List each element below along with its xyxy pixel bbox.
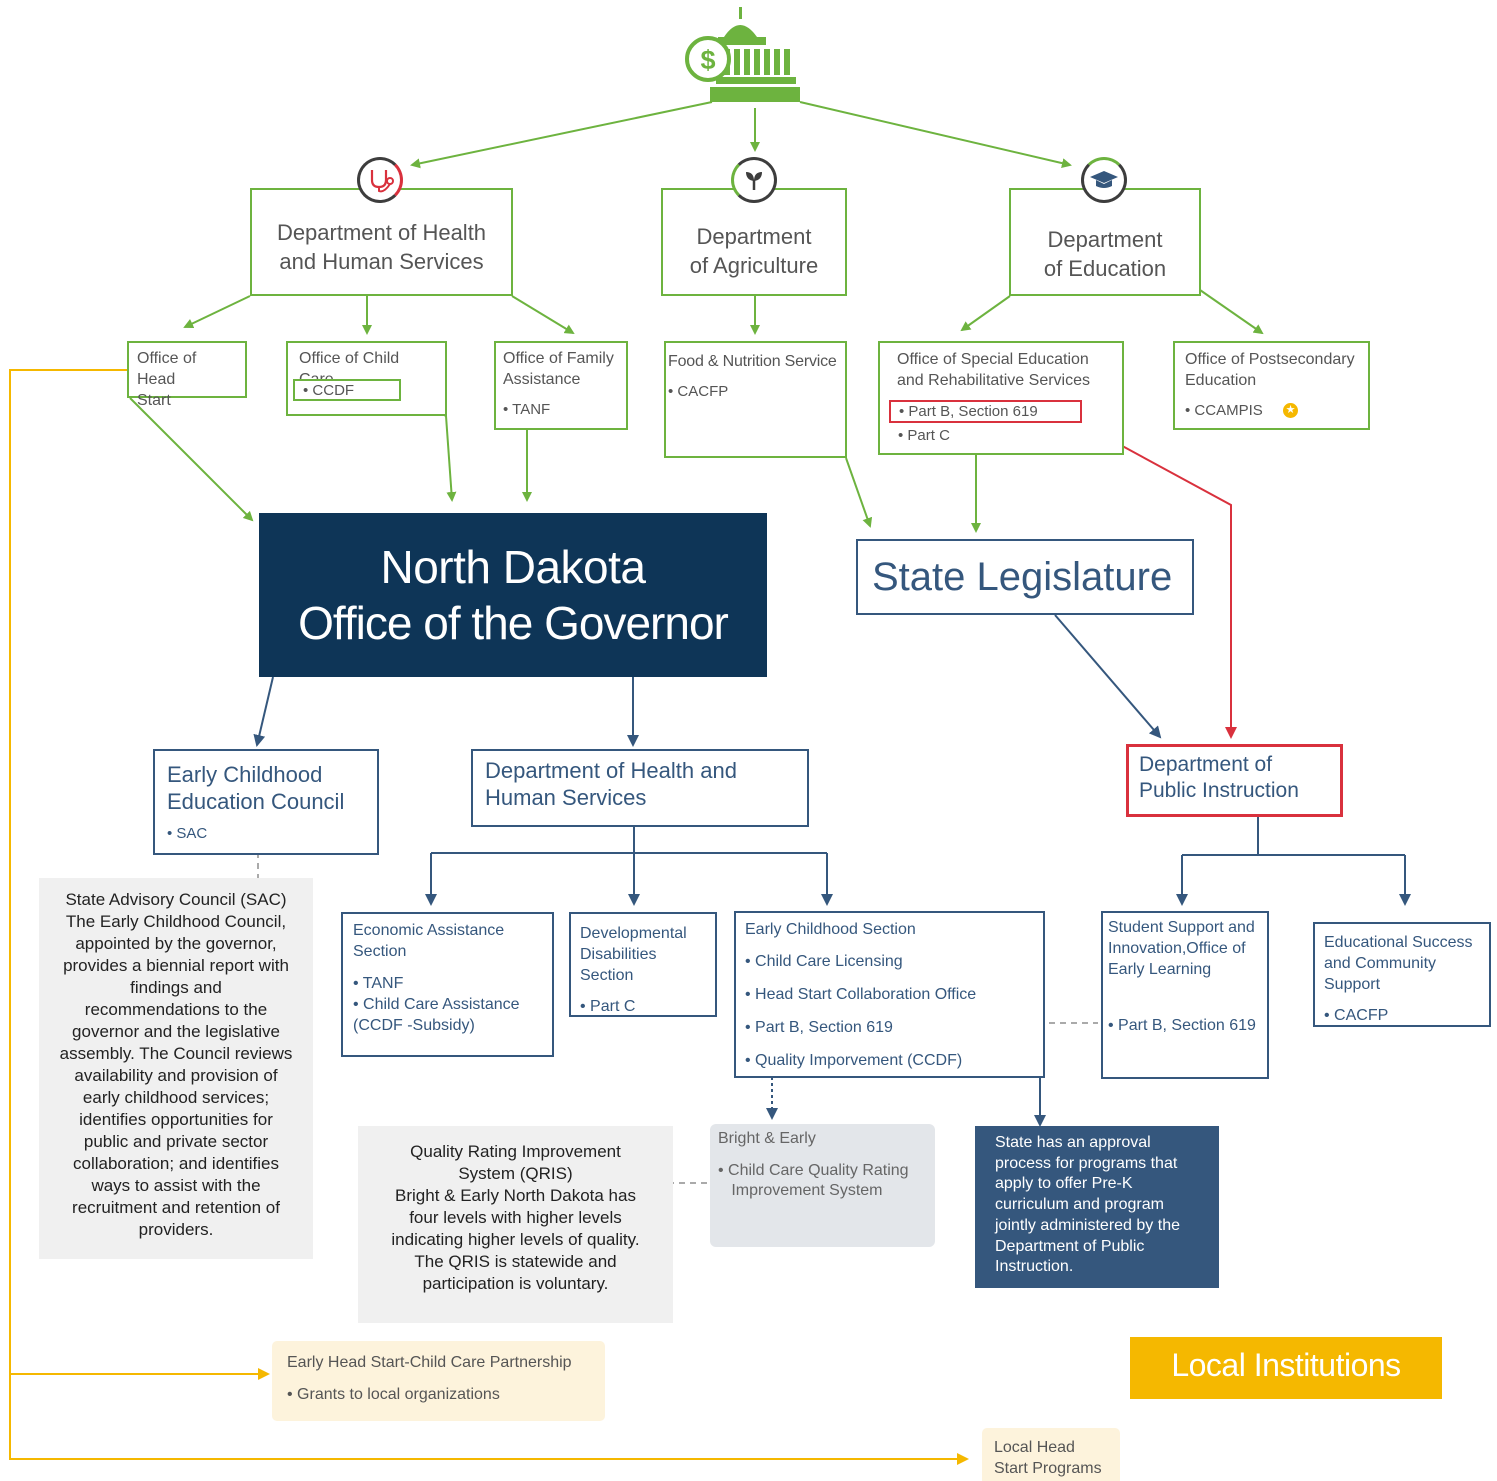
governor-box: North Dakota Office of the Governor (259, 513, 767, 677)
prek-note: State has an approval process for progra… (975, 1126, 1219, 1288)
office-postsecondary: Office of Postsecondary Education • CCAM… (1173, 341, 1370, 430)
graduation-cap-icon (1081, 157, 1127, 203)
ehs-partnership-box: Early Head Start-Child Care Partnership … (272, 1341, 605, 1421)
office-head-start: Office of Head Start (127, 341, 247, 409)
dpi-box: Department of Public Instruction (1126, 744, 1343, 817)
ecec-box: Early Childhood Education Council • SAC (153, 749, 379, 855)
federal-hhs-box: Department of Health and Human Services (250, 188, 513, 296)
part-b-619-federal-item: • Part B, Section 619 (889, 400, 1082, 423)
federal-agriculture-box: Department of Agriculture (661, 188, 847, 296)
state-dhhs-box: Department of Health and Human Services (471, 749, 809, 827)
sprout-icon (731, 157, 777, 203)
developmental-disabilities-section: Developmental Disabilities Section • Par… (569, 912, 717, 1017)
office-family-assistance: Office of Family Assistance • TANF (494, 341, 628, 430)
sac-note: State Advisory Council (SAC) The Early C… (39, 878, 313, 1259)
governor-line1: North Dakota (380, 541, 646, 593)
office-special-education: Office of Special Education and Rehabili… (878, 341, 1124, 455)
federal-agriculture-title: Department of Agriculture (689, 224, 819, 278)
student-support-section: Student Support and Innovation,Office of… (1101, 911, 1269, 1079)
federal-hhs-title: Department of Health and Human Services (276, 220, 487, 274)
star-icon: ★ (1283, 403, 1298, 418)
educational-success-section: Educational Success and Community Suppor… (1313, 922, 1491, 1027)
local-institutions-banner: Local Institutions (1130, 1337, 1442, 1399)
ccdf-item: • CCDF (293, 379, 401, 401)
capitol-dollar-icon: $ (684, 7, 800, 107)
state-legislature-title: State Legislature (872, 555, 1173, 599)
part-c-federal-item: • Part C (898, 427, 950, 444)
local-head-start-programs-box: Local Head Start Programs (982, 1428, 1120, 1481)
office-child-care: Office of Child Care (286, 341, 447, 416)
qris-note: Quality Rating Improvement System (QRIS)… (358, 1126, 673, 1323)
stethoscope-icon (357, 157, 403, 203)
state-legislature-box: State Legislature (856, 539, 1194, 615)
governor-line2: Office of the Governor (298, 597, 729, 649)
federal-education-box: Department of Education (1009, 188, 1201, 296)
svg-text:$: $ (700, 45, 715, 75)
bright-early-box: Bright & Early • Child Care Quality Rati… (710, 1124, 935, 1247)
economic-assistance-section: Economic Assistance Section • TANF • Chi… (341, 912, 554, 1057)
federal-education-title: Department of Education (1043, 227, 1167, 281)
office-food-nutrition: Food & Nutrition Service • CACFP (664, 341, 847, 458)
early-childhood-section: Early Childhood Section • Child Care Lic… (734, 911, 1045, 1078)
